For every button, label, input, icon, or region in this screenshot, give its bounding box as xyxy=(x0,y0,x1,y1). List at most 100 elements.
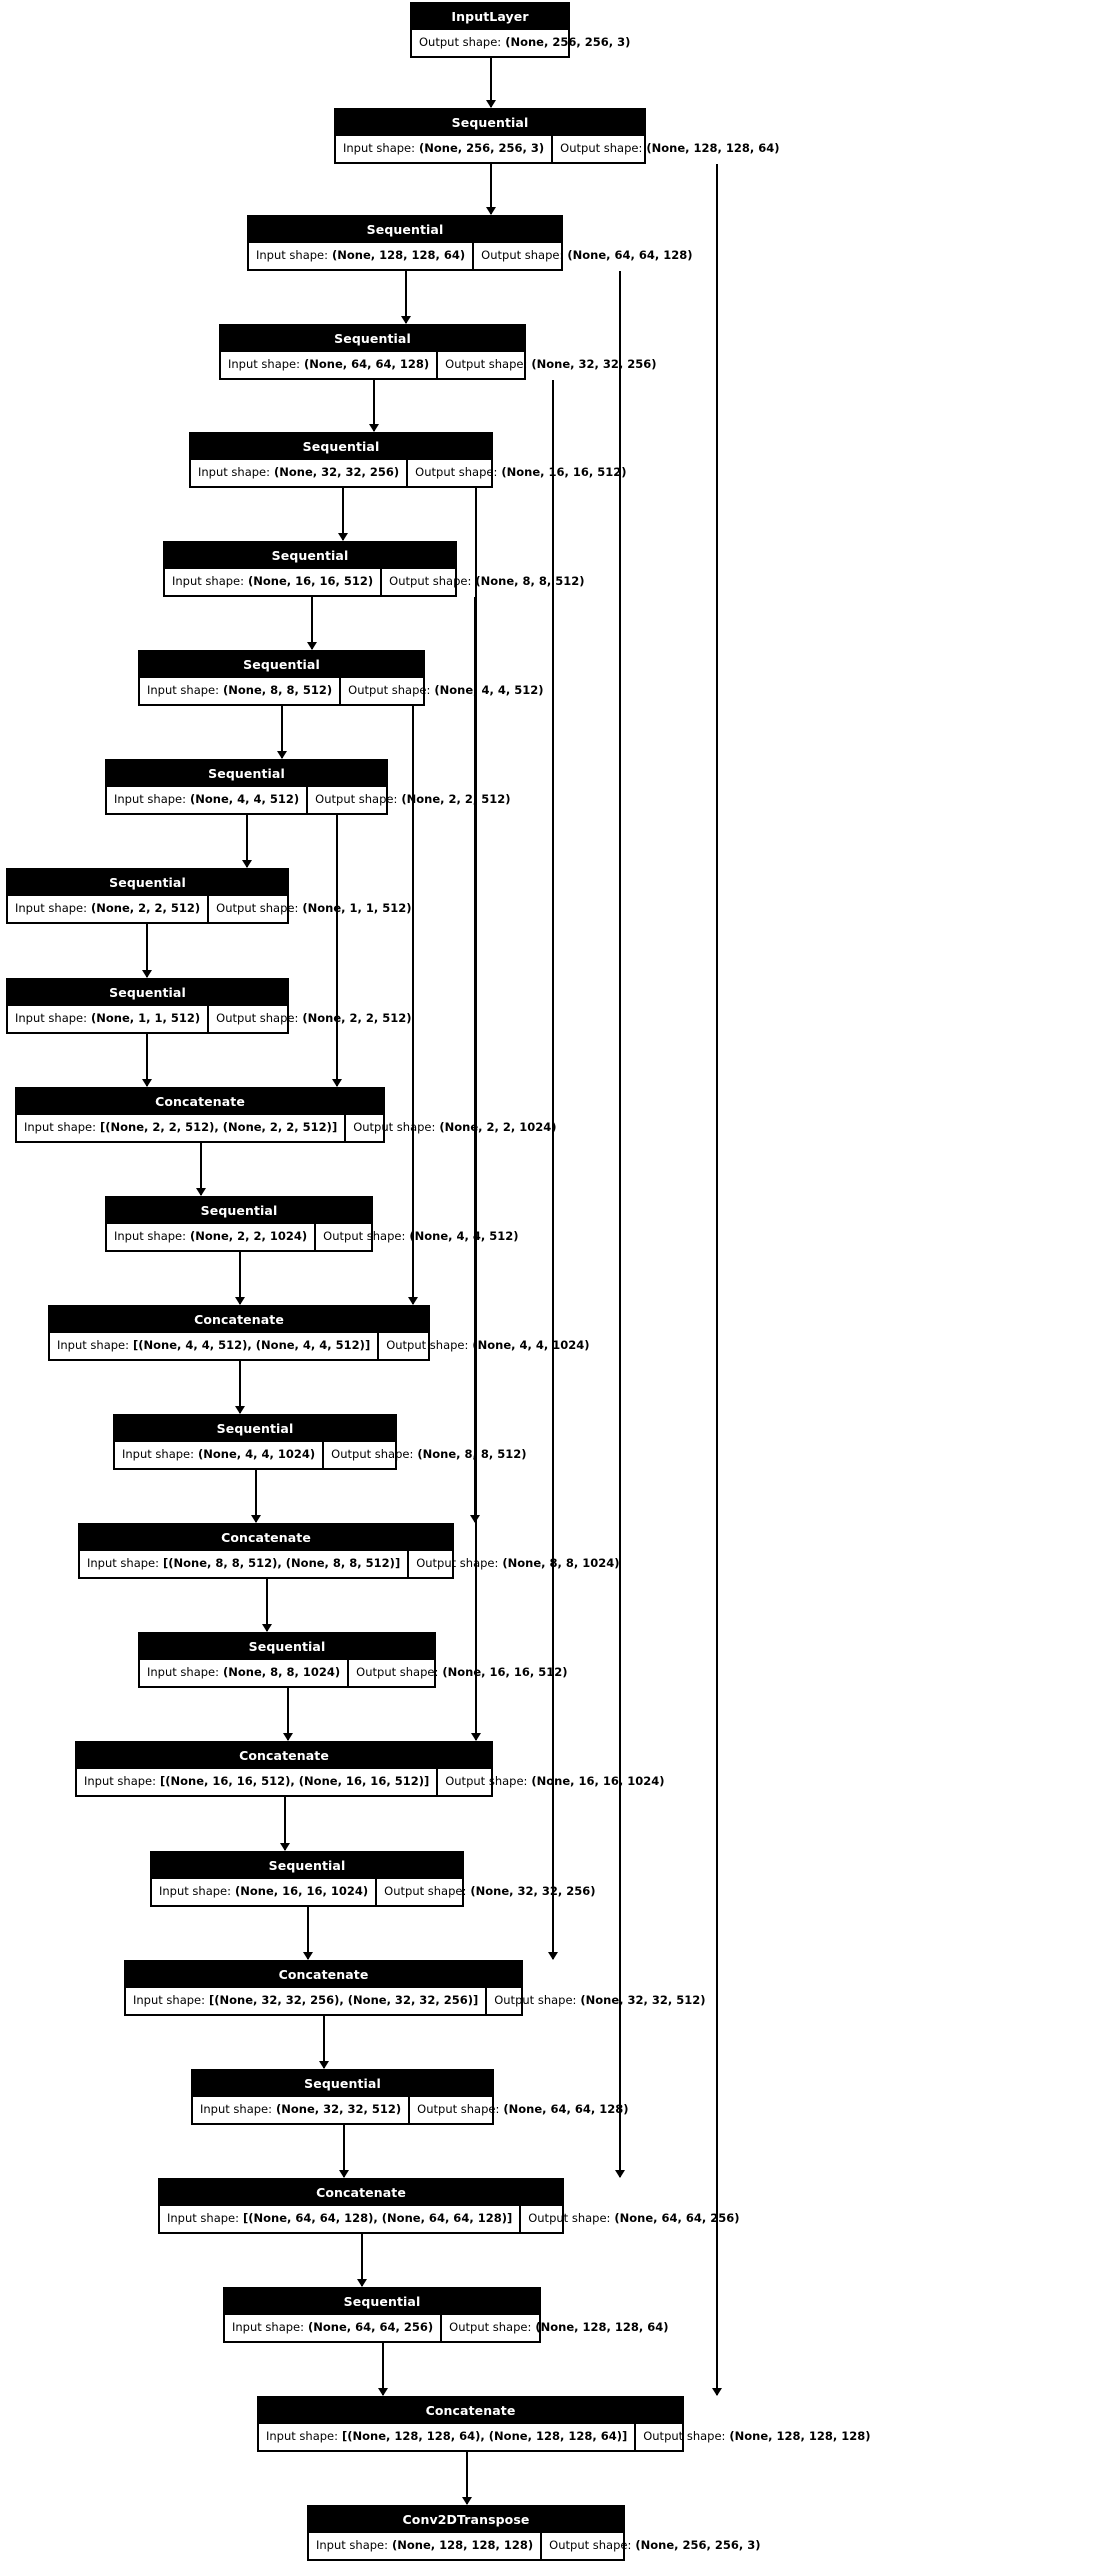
output-shape-value: (None, 16, 16, 512) xyxy=(501,465,627,480)
node-shape-row: Input shape:(None, 2, 2, 512)Output shap… xyxy=(8,896,412,922)
input-shape-label: Input shape: xyxy=(316,2538,389,2553)
arrow-n8-n9 xyxy=(142,970,152,978)
node-title: Sequential xyxy=(152,1853,462,1879)
arrow-n2-n3 xyxy=(401,316,411,324)
output-shape-label: Output shape: xyxy=(417,2102,500,2117)
input-shape-cell: Input shape:(None, 2, 2, 512) xyxy=(8,896,207,922)
input-shape-cell: Input shape:(None, 16, 16, 1024) xyxy=(152,1879,375,1905)
input-shape-cell: Input shape:(None, 8, 8, 1024) xyxy=(140,1660,347,1686)
arrow-n12-n13 xyxy=(235,1406,245,1414)
input-shape-cell: Input shape:(None, 64, 64, 256) xyxy=(225,2315,440,2341)
output-shape-cell: Output shape:(None, 32, 32, 256) xyxy=(375,1879,602,1905)
input-shape-value: (None, 4, 4, 1024) xyxy=(198,1447,316,1462)
output-shape-label: Output shape: xyxy=(481,248,564,263)
input-shape-label: Input shape: xyxy=(167,2211,240,2226)
output-shape-label: Output shape: xyxy=(416,1556,499,1571)
output-shape-value: (None, 128, 128, 128) xyxy=(729,2429,871,2444)
edge-skip-n1-n22 xyxy=(716,164,718,2395)
edge-main-n18-n19 xyxy=(323,2016,325,2068)
node-shape-row: Input shape:(None, 64, 64, 256) Output sh… xyxy=(225,2315,669,2341)
output-shape-cell: Output shape:(None, 16, 16, 512) xyxy=(347,1660,574,1686)
input-shape-value: (None, 128, 128, 128) xyxy=(392,2538,534,2553)
input-shape-value: (None, 1, 1, 512) xyxy=(91,1011,201,1026)
input-shape-label: Input shape: xyxy=(87,1556,160,1571)
node-shape-row: Input shape:[(None, 64, 64, 128), (None,… xyxy=(160,2206,740,2232)
output-shape-cell: Output shape:(None, 128, 128, 64) xyxy=(440,2315,675,2341)
input-shape-value: (None, 32, 32, 512) xyxy=(276,2102,402,2117)
output-shape-cell: Output shape:(None, 256, 256, 3) xyxy=(412,30,637,56)
input-shape-label: Input shape: xyxy=(228,357,301,372)
input-shape-cell: Input shape:(None, 256, 256, 3) xyxy=(336,136,551,162)
output-shape-label: Output shape: xyxy=(323,1229,406,1244)
output-shape-cell: Output shape:(None, 64, 64, 128) xyxy=(408,2097,635,2123)
input-shape-cell: Input shape:(None, 2, 2, 1024) xyxy=(107,1224,314,1250)
output-shape-label: Output shape: xyxy=(494,1993,577,2008)
edge-main-n20-n21 xyxy=(361,2234,363,2286)
edge-main-n4-n5 xyxy=(342,488,344,540)
input-shape-value: (None, 4, 4, 512) xyxy=(190,792,300,807)
output-shape-label: Output shape: xyxy=(528,2211,611,2226)
arrow-skip-n7-n10 xyxy=(332,1079,342,1087)
input-shape-label: Input shape: xyxy=(147,683,220,698)
edge-skip-n7-n10 xyxy=(336,815,338,1086)
output-shape-cell: Output shape:(None, 64, 64, 128) xyxy=(472,243,699,269)
arrow-skip-n6-n12 xyxy=(408,1297,418,1305)
input-shape-value: (None, 64, 64, 128) xyxy=(304,357,430,372)
output-shape-value: (None, 8, 8, 512) xyxy=(475,574,585,589)
output-shape-cell: Output shape:(None, 4, 4, 512) xyxy=(339,678,550,704)
edge-skip-n6-n12 xyxy=(412,706,414,1304)
output-shape-label: Output shape: xyxy=(449,2320,532,2335)
node-shape-row: Input shape:(None, 64, 64, 128) Output sh… xyxy=(221,352,657,378)
input-shape-value: (None, 32, 32, 256) xyxy=(274,465,400,480)
node-title: Sequential xyxy=(165,543,455,569)
output-shape-value: (None, 128, 128, 64) xyxy=(535,2320,669,2335)
edge-main-n15-n16 xyxy=(287,1688,289,1740)
edge-main-n17-n18 xyxy=(307,1907,309,1959)
arrow-n3-n4 xyxy=(369,424,379,432)
node-title: Sequential xyxy=(249,217,561,243)
edge-main-n6-n7 xyxy=(281,706,283,758)
input-shape-cell: Input shape:(None, 4, 4, 512) xyxy=(107,787,306,813)
node-shape-row: Input shape:[(None, 4, 4, 512), (None, 4… xyxy=(50,1333,590,1359)
node-title: Concatenate xyxy=(80,1525,452,1551)
output-shape-cell: Output shape:(None, 8, 8, 512) xyxy=(380,569,591,595)
arrow-skip-n2-n20 xyxy=(615,2170,625,2178)
input-shape-cell: Input shape:(None, 32, 32, 512) xyxy=(193,2097,408,2123)
output-shape-label: Output shape: xyxy=(348,683,431,698)
arrow-n5-n6 xyxy=(307,642,317,650)
node-title: Sequential xyxy=(336,110,644,136)
input-shape-value: (None, 8, 8, 1024) xyxy=(223,1665,341,1680)
output-shape-label: Output shape: xyxy=(216,1011,299,1026)
input-shape-label: Input shape: xyxy=(114,1229,187,1244)
input-shape-label: Input shape: xyxy=(84,1774,157,1789)
arrow-n4-n5 xyxy=(338,533,348,541)
input-shape-cell: Input shape:[(None, 4, 4, 512), (None, 4… xyxy=(50,1333,377,1359)
node-title: Sequential xyxy=(107,1198,371,1224)
edge-main-n16-n17 xyxy=(284,1797,286,1850)
output-shape-value: (None, 32, 32, 256) xyxy=(531,357,657,372)
input-shape-label: Input shape: xyxy=(15,1011,88,1026)
input-shape-value: (None, 128, 128, 64) xyxy=(332,248,466,263)
edge-main-n8-n9 xyxy=(146,924,148,977)
output-shape-value: (None, 2, 2, 512) xyxy=(302,1011,412,1026)
node-title: Sequential xyxy=(140,652,423,678)
output-shape-cell: Output shape:(None, 256, 256, 3) xyxy=(540,2533,767,2559)
input-shape-value: [(None, 4, 4, 512), (None, 4, 4, 512)] xyxy=(133,1338,371,1353)
input-shape-label: Input shape: xyxy=(24,1120,97,1135)
node-title: Sequential xyxy=(8,980,287,1006)
input-shape-label: Input shape: xyxy=(114,792,187,807)
output-shape-cell: Output shape:(None, 32, 32, 256) xyxy=(436,352,663,378)
input-shape-value: (None, 64, 64, 256) xyxy=(308,2320,434,2335)
edge-main-n13-n14 xyxy=(255,1470,257,1522)
edge-main-n5-n6 xyxy=(311,597,313,649)
input-shape-label: Input shape: xyxy=(343,141,416,156)
output-shape-label: Output shape: xyxy=(415,465,498,480)
output-shape-label: Output shape: xyxy=(445,357,528,372)
node-shape-row: Input shape:(None, 1, 1, 512) Output shap… xyxy=(8,1006,412,1032)
